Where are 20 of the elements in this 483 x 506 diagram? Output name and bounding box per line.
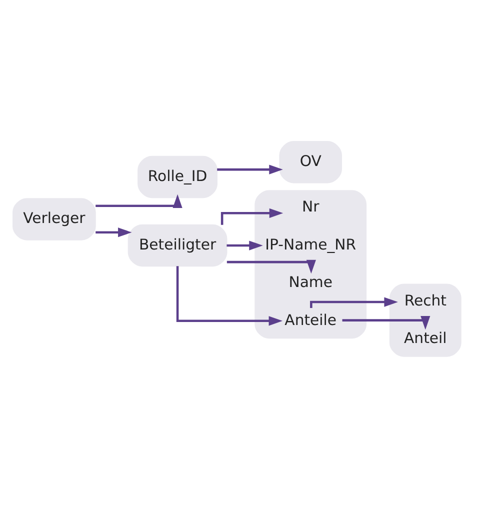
node-text: Anteile (284, 311, 337, 328)
node-text: Recht (404, 292, 446, 309)
node-box: Beteiligter (128, 224, 228, 266)
node-text: Name (288, 274, 332, 291)
node-box: OV (279, 140, 342, 183)
node-text: Nr (302, 198, 320, 216)
arrow (226, 259, 316, 274)
node-box: Verleger (12, 198, 96, 240)
arrow (176, 266, 283, 326)
node-text: Anteil (404, 330, 447, 347)
node-box: Rolle_ID (138, 155, 218, 198)
arrow (217, 164, 283, 174)
arrow (96, 227, 132, 237)
arrow (96, 194, 182, 208)
cluster (254, 190, 367, 338)
node-text: IP-Name_NR (265, 236, 356, 253)
arrow (220, 208, 284, 224)
arrow (226, 240, 263, 250)
arrow (342, 316, 430, 330)
cluster (389, 283, 462, 356)
